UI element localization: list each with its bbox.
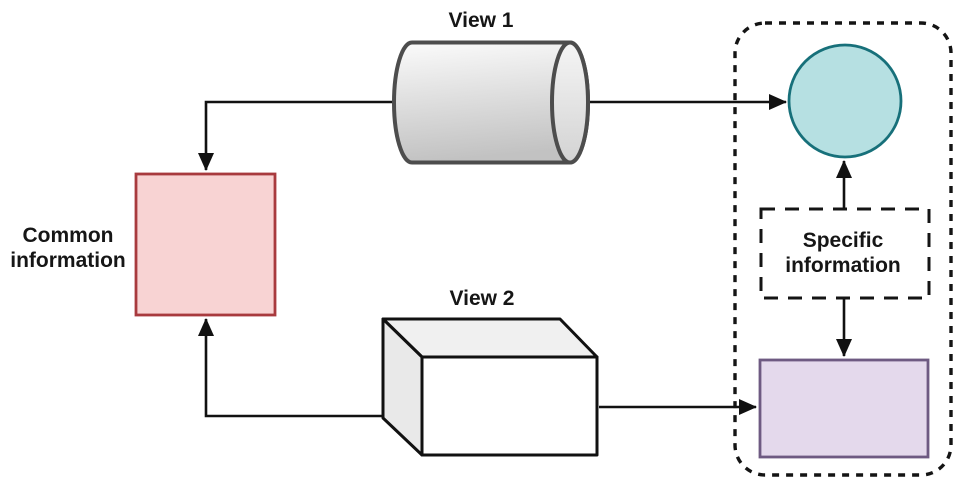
view2-label: View 2 — [450, 287, 515, 310]
specific-group-container — [733, 21, 953, 477]
specific-information-label-line2: information — [785, 254, 901, 277]
box-front-face — [420, 355, 599, 457]
view1-label: View 1 — [449, 9, 514, 32]
view2-box3d — [381, 317, 599, 457]
arrow-view1-to-common — [198, 100, 395, 171]
common-information-node — [134, 172, 277, 317]
specific-output-node — [758, 358, 930, 459]
merged-circle-node — [787, 43, 903, 159]
common-information-label-line1: Common — [23, 224, 114, 247]
view1-cylinder — [392, 40, 590, 165]
specific-information-label-line1: Specific — [803, 229, 884, 252]
specific-information-label: Specific information — [785, 229, 901, 277]
cylinder-cap — [550, 40, 590, 165]
arrow-view2-to-common — [198, 318, 384, 418]
common-information-label: Common information — [10, 224, 126, 272]
common-information-label-line2: information — [10, 249, 126, 272]
specific-information-node — [759, 207, 931, 300]
